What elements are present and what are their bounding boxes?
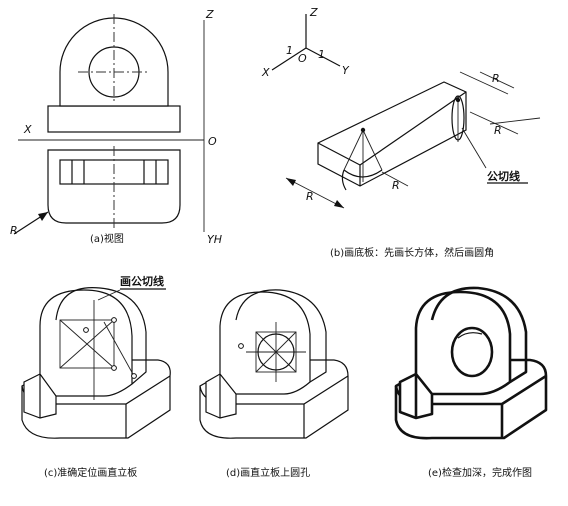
panel-d-hole xyxy=(199,289,349,439)
x-axis-label: X xyxy=(23,123,32,136)
panel-e-final xyxy=(394,286,548,440)
iso-z-label: Z xyxy=(309,6,318,19)
iso-unit-right: 1 xyxy=(318,48,325,61)
front-view xyxy=(47,14,181,133)
caption-a: (a)视图 xyxy=(90,232,124,245)
caption-b: (b)画底板：先画长方体，然后画圆角 xyxy=(330,246,494,259)
dim-r-side: R xyxy=(494,124,502,137)
y-axis-label: YH xyxy=(207,233,222,246)
draw-tangent-label: 画公切线 xyxy=(120,274,164,288)
iso-o-label: O xyxy=(298,52,307,65)
iso-y-label: Y xyxy=(342,64,350,77)
iso-axis-diagram: Z X Y O 1 1 xyxy=(261,6,350,79)
dim-r-mid: R xyxy=(392,179,400,192)
origin-label: O xyxy=(208,135,217,148)
caption-e: (e)检查加深，完成作图 xyxy=(428,466,532,479)
radius-label: R xyxy=(10,224,18,237)
dim-r-left: R xyxy=(306,190,314,203)
tangent-line-label: 公切线 xyxy=(487,169,520,183)
iso-unit-left: 1 xyxy=(286,44,293,57)
panel-c-upright-plate: 画公切线 xyxy=(21,274,171,439)
base-box xyxy=(317,81,467,191)
caption-d: (d)画直立板上圆孔 xyxy=(226,466,310,479)
panel-a-views: Z X O YH R xyxy=(10,8,222,246)
dim-r-top: R xyxy=(492,72,500,85)
z-axis-label: Z xyxy=(205,8,214,21)
iso-x-label: X xyxy=(261,66,270,79)
caption-c: (c)准确定位画直立板 xyxy=(44,466,137,479)
base-dimensions: R R R R 公切线 xyxy=(285,71,541,209)
top-view: R xyxy=(10,146,181,237)
panel-b-base-plate: Z X Y O 1 1 xyxy=(261,6,541,209)
